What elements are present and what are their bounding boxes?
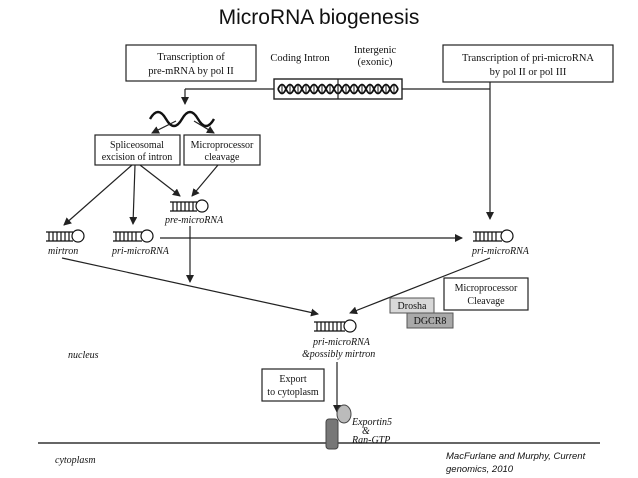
microprocessor-cleavage-box: Microprocessor Cleavage [443, 277, 529, 311]
coding-intron-label: Coding Intron [270, 53, 330, 64]
pri-microrna-center-label-line2: &possibly mirtron [302, 349, 375, 360]
pre-mrna-wave-icon [148, 110, 216, 128]
transcription-pre-mrna-line2: pre-mRNA by pol II [148, 66, 234, 77]
pre-microrna-label: pre-microRNA [164, 215, 224, 226]
spliceosomal-line2: excision of intron [102, 152, 173, 163]
pri-microrna-right-hairpin-icon [473, 229, 514, 243]
microprocessor-cleavage-line1: Microprocessor [455, 283, 518, 294]
exportin-label-line2: & [362, 426, 370, 437]
intergenic-label-line2: (exonic) [358, 57, 393, 68]
mirtron-hairpin-icon [46, 229, 85, 243]
exportin-channel-icon [325, 404, 352, 450]
export-line2: to cytoplasm [267, 387, 319, 398]
transcription-pri-line2: by pol II or pol III [490, 67, 567, 78]
export-box: Export to cytoplasm [261, 368, 325, 402]
dgcr8-badge: DGCR8 [406, 312, 454, 329]
pre-microrna-hairpin-icon [170, 199, 209, 213]
export-line1: Export [279, 374, 306, 385]
drosha-label: Drosha [398, 301, 427, 312]
drosha-badge: Drosha [389, 297, 435, 314]
citation-line2: genomics, 2010 [446, 464, 514, 475]
microprocessor-line1: Microprocessor [191, 140, 254, 151]
transcription-pre-mrna-line1: Transcription of [157, 52, 225, 63]
spliceosomal-line1: Spliceosomal [110, 140, 164, 151]
pri-microrna-left-hairpin-icon [113, 229, 154, 243]
transcription-pre-mrna-box: Transcription of pre-mRNA by pol II [125, 44, 257, 82]
pri-microrna-right-label: pri-microRNA [471, 246, 530, 257]
pri-microrna-center-label-line1: pri-microRNA [312, 337, 371, 348]
exportin-label-line1: Exportin5 [351, 417, 392, 428]
spliceosomal-box: Spliceosomal excision of intron [94, 134, 181, 166]
nucleus-label: nucleus [68, 350, 99, 361]
page-title: MicroRNA biogenesis [218, 6, 420, 29]
transcription-pri-line1: Transcription of pri-microRNA [462, 53, 594, 64]
microprocessor-box: Microprocessor cleavage [183, 134, 261, 166]
dgcr8-label: DGCR8 [414, 316, 447, 327]
microprocessor-cleavage-line2: Cleavage [467, 296, 505, 307]
transcription-pri-microrna-box: Transcription of pri-microRNA by pol II … [442, 44, 614, 83]
intergenic-label-line1: Intergenic [354, 45, 397, 56]
dna-strand-icon [273, 78, 403, 100]
cytoplasm-label: cytoplasm [55, 455, 96, 466]
pri-microrna-left-label: pri-microRNA [111, 246, 170, 257]
mirtron-label: mirtron [48, 246, 78, 257]
pri-microrna-center-hairpin-icon [314, 319, 357, 333]
citation-line1: MacFurlane and Murphy, Current [446, 451, 586, 462]
microprocessor-line2: cleavage [205, 152, 241, 163]
exportin-label-line3: Ran-GTP [351, 435, 390, 446]
